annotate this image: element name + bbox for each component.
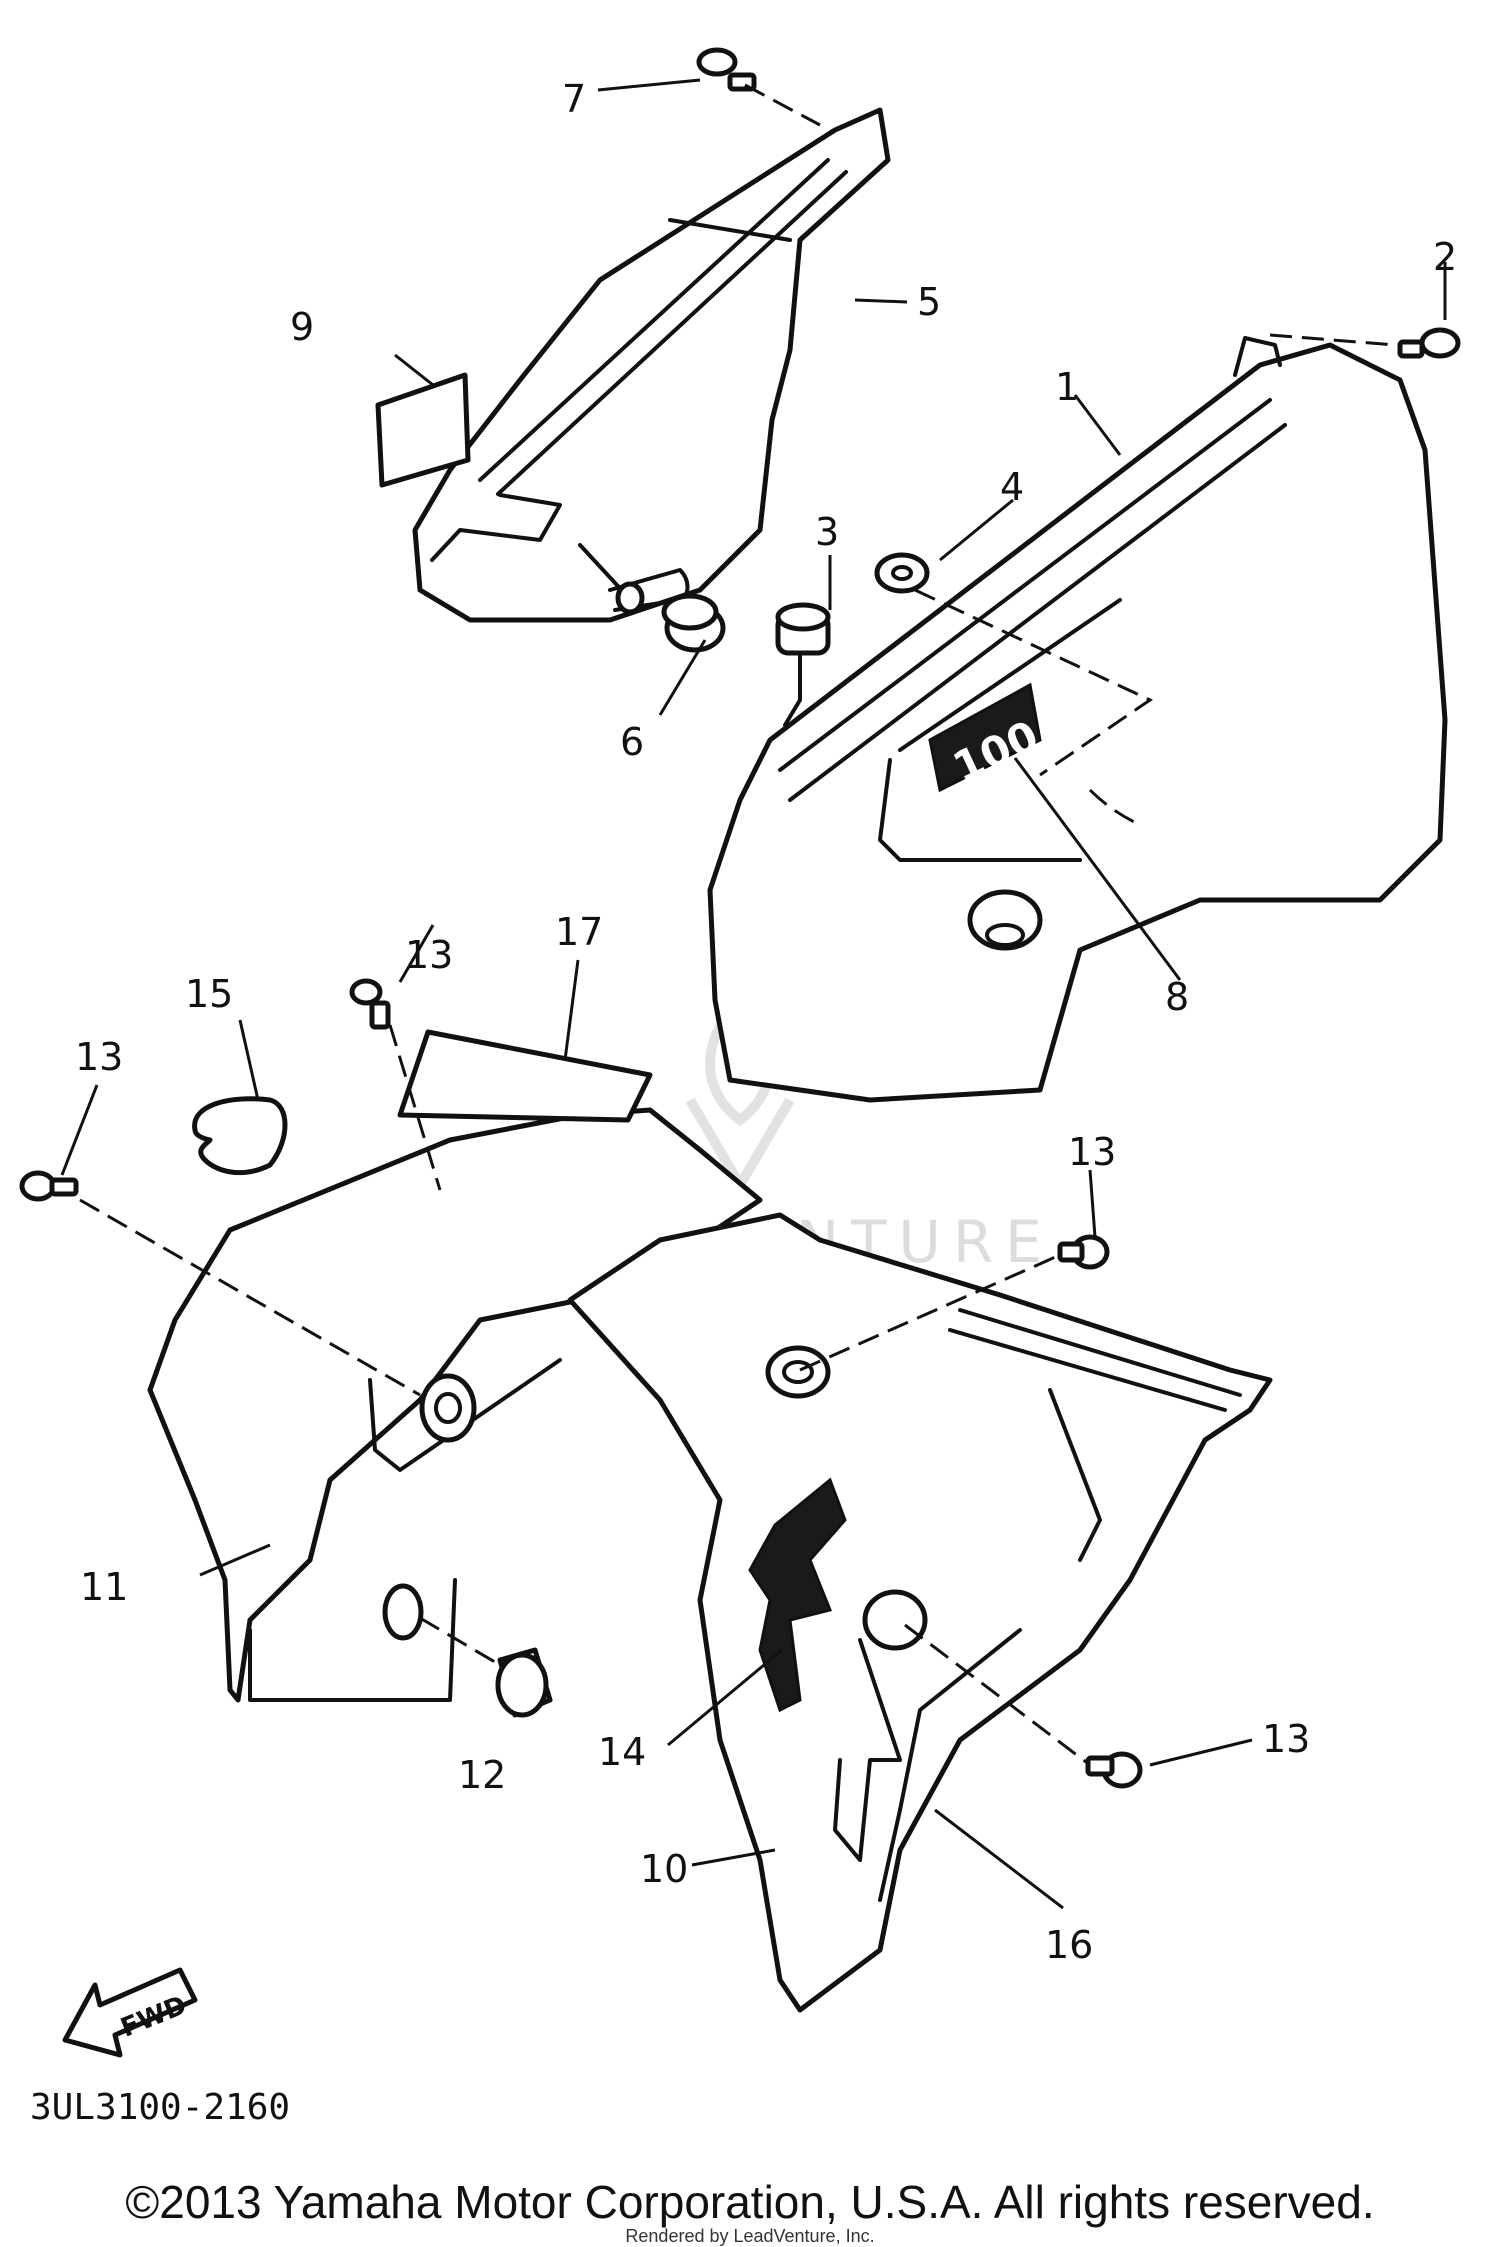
callout-14: 14 <box>598 1730 646 1774</box>
part-14-emblem <box>748 1477 847 1713</box>
callout-7: 7 <box>562 77 586 121</box>
part-3-collar <box>775 602 831 727</box>
callout-13-right-upper: 13 <box>1068 1130 1116 1174</box>
part-13-bolt-right-upper <box>1057 1234 1110 1270</box>
callout-11: 11 <box>80 1565 128 1609</box>
callout-13-upper: 13 <box>405 933 453 977</box>
callout-9: 9 <box>290 305 314 349</box>
callout-13-right-lower: 13 <box>1262 1717 1310 1761</box>
part-13-bolt-left <box>19 1170 79 1202</box>
callout-13-left: 13 <box>75 1035 123 1079</box>
part-13-bolt-right-lower <box>1085 1751 1143 1789</box>
part-13-bolt-upper <box>349 978 391 1030</box>
rendered-by-text: Rendered by LeadVenture, Inc. <box>625 2226 875 2246</box>
callout-6: 6 <box>620 720 644 764</box>
callout-8: 8 <box>1165 975 1189 1019</box>
part-15-decal <box>192 1096 288 1176</box>
callout-2: 2 <box>1433 235 1457 279</box>
callout-15: 15 <box>185 972 233 1016</box>
callouts: 7 2 1 4 3 5 6 9 8 13 17 15 13 13 11 12 1… <box>75 77 1457 1967</box>
part-12-collar <box>382 1583 553 1718</box>
callout-16: 16 <box>1045 1923 1093 1967</box>
part-5-left-side-cover <box>412 107 891 623</box>
part-4-grommet <box>874 552 930 594</box>
fwd-arrow: FWD <box>62 1967 198 2058</box>
copyright-text: ©2013 Yamaha Motor Corporation, U.S.A. A… <box>125 2176 1375 2228</box>
part-2-bolt <box>1397 327 1461 359</box>
part-10-right-shroud <box>567 1212 1273 2013</box>
part-17-decal <box>397 1029 653 1123</box>
assembly-lines <box>79 83 1396 1767</box>
part-9-decal <box>375 372 471 488</box>
callout-10: 10 <box>640 1847 688 1891</box>
callout-5: 5 <box>917 280 941 324</box>
callout-4: 4 <box>1000 465 1024 509</box>
part-6-grommet <box>661 593 726 653</box>
part-1-right-side-cover <box>707 336 1448 1103</box>
part-7-bolt <box>696 47 757 92</box>
leader-lines <box>60 78 1447 1910</box>
callout-3: 3 <box>815 510 839 554</box>
part-16-decal <box>833 1638 902 1862</box>
callout-17: 17 <box>555 910 603 954</box>
diagram-code: 3UL3100-2160 <box>30 2087 291 2128</box>
callout-12: 12 <box>458 1753 506 1797</box>
callout-1: 1 <box>1055 365 1079 409</box>
